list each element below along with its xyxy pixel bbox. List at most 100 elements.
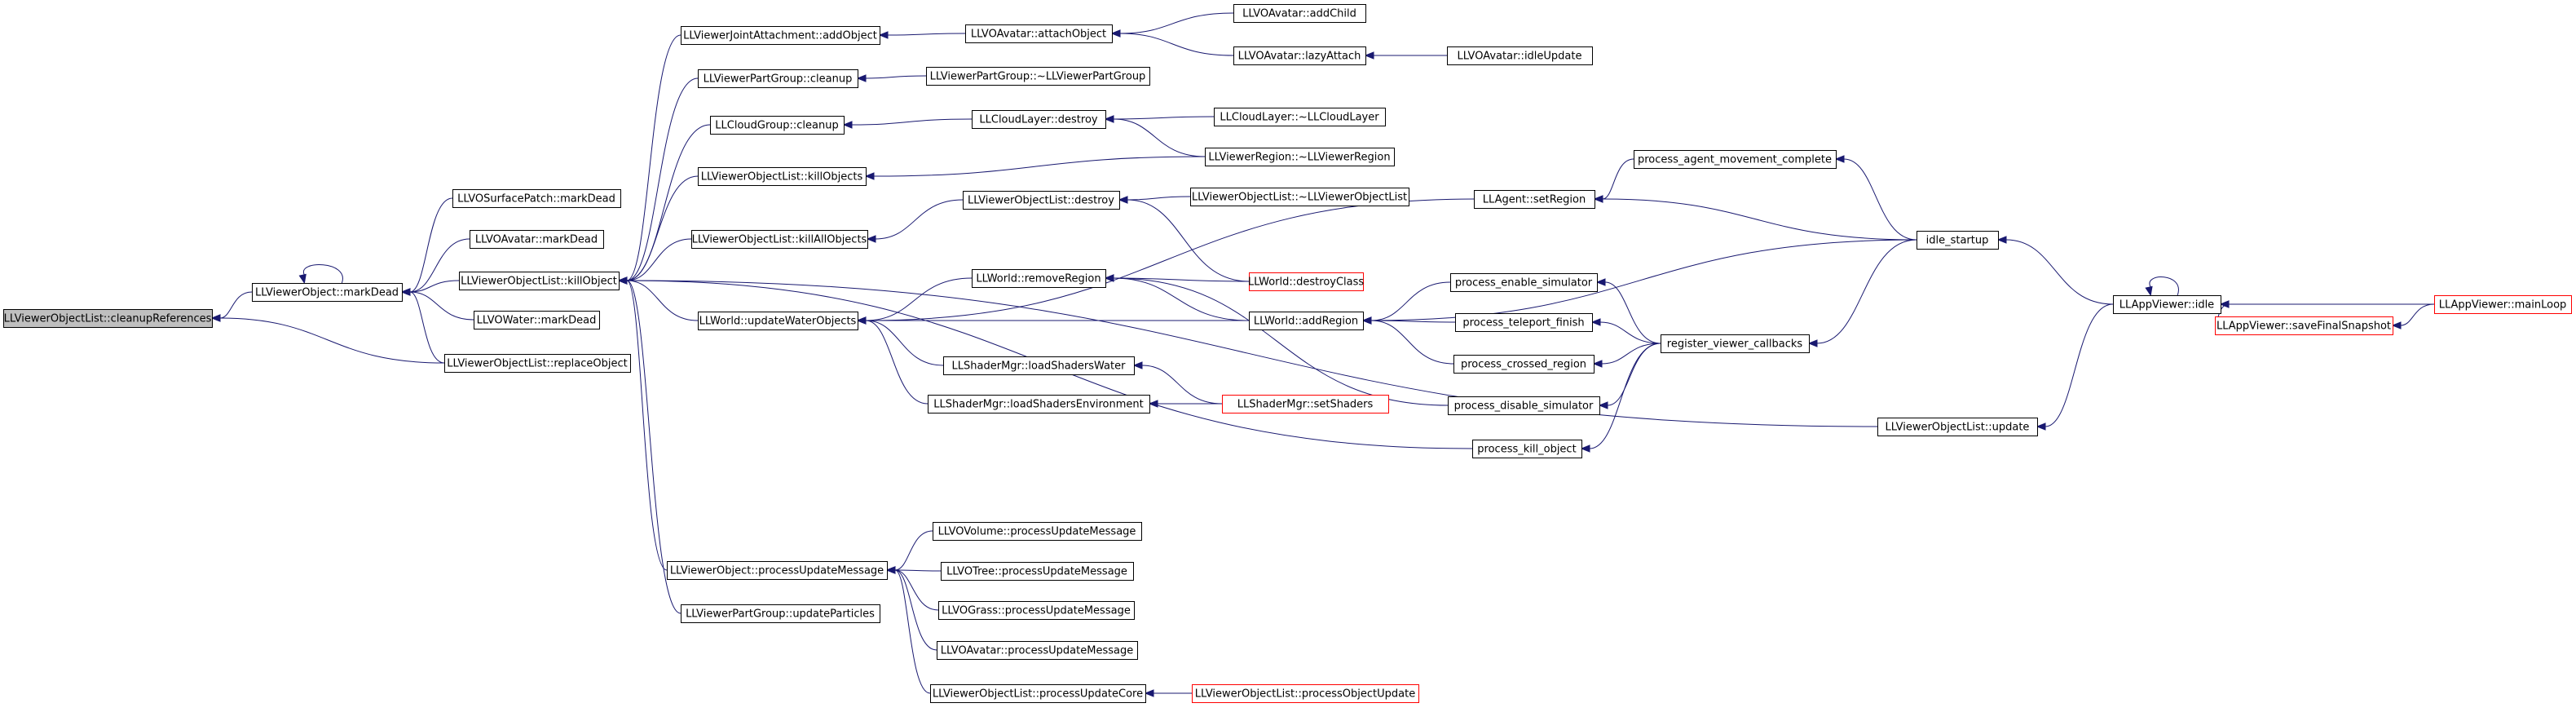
node-llvowater-markdead[interactable]: LLVOWater::markDead xyxy=(474,311,600,329)
edge-line xyxy=(1141,365,1223,405)
edge-line xyxy=(626,280,1878,427)
node-llviewerobjectlist-processupdatecore[interactable]: LLViewerObjectList::processUpdateCore xyxy=(930,684,1146,703)
node-box xyxy=(470,230,604,249)
edge-line xyxy=(409,291,445,364)
node-box xyxy=(938,601,1135,620)
arrow-head xyxy=(866,235,876,243)
node-llvoavatar-processupdatemessage[interactable]: LLVOAvatar::processUpdateMessage xyxy=(937,641,1138,660)
edge-line xyxy=(1127,199,1250,282)
edge-line xyxy=(2044,303,2114,427)
node-llviewerobjectlist-killobject[interactable]: LLViewerObjectList::killObject xyxy=(459,272,620,290)
arrow-head xyxy=(617,276,628,285)
node-box xyxy=(928,395,1150,413)
node-label: LLVOAvatar::markDead xyxy=(475,234,598,246)
node-box xyxy=(698,312,858,330)
edge-line xyxy=(894,569,942,572)
node-llviewerregion-llviewerregion[interactable]: LLViewerRegion::~LLViewerRegion xyxy=(1205,148,1395,166)
node-llcloudlayer-llcloudlayer[interactable]: LLCloudLayer::~LLCloudLayer xyxy=(1214,108,1386,126)
node-register-viewer-callbacks[interactable]: register_viewer_callbacks xyxy=(1661,334,1810,353)
node-llviewerpartgroup-llviewerpartgroup[interactable]: LLViewerPartGroup::~LLViewerPartGroup xyxy=(926,67,1150,86)
node-llworld-addregion[interactable]: LLWorld::addRegion xyxy=(1249,312,1364,330)
edge-line xyxy=(626,175,699,281)
edge-line xyxy=(865,320,944,366)
node-box xyxy=(698,69,858,88)
node-llvoavatar-markdead[interactable]: LLVOAvatar::markDead xyxy=(470,230,604,249)
edge-register-viewer-callbacks-to-process-teleport-finish xyxy=(1590,318,1661,344)
node-llvoavatar-idleupdate[interactable]: LLVOAvatar::idleUpdate xyxy=(1447,46,1593,65)
node-llappviewer-savefinalsnapshot[interactable]: LLAppViewer::saveFinalSnapshot xyxy=(2215,316,2393,335)
arrow-head xyxy=(1593,195,1603,203)
arrow-head xyxy=(2219,300,2230,308)
node-llviewerobjectlist-cleanupreferences[interactable]: LLViewerObjectList::cleanupReferences xyxy=(3,309,213,328)
node-box xyxy=(681,604,880,623)
arrow-head xyxy=(210,314,221,322)
node-llviewerjointattachment-addobject[interactable]: LLViewerJointAttachment::addObject xyxy=(681,26,880,45)
edge-register-viewer-callbacks-to-process-kill-object xyxy=(1580,343,1661,453)
node-llviewerobjectlist-killobjects[interactable]: LLViewerObjectList::killObjects xyxy=(698,167,867,186)
node-llvograss-processupdatemessage[interactable]: LLVOGrass::processUpdateMessage xyxy=(938,601,1135,620)
node-llworld-removeregion[interactable]: LLWorld::removeRegion xyxy=(972,269,1106,288)
node-llshadermgr-loadshadersenvironment[interactable]: LLShaderMgr::loadShadersEnvironment xyxy=(928,395,1150,413)
node-label: LLVOGrass::processUpdateMessage xyxy=(942,605,1131,617)
edge-setregion-to-updatewaterobjects xyxy=(856,198,1475,325)
node-llworld-destroyclass[interactable]: LLWorld::destroyClass xyxy=(1248,272,1365,291)
node-llviewerobjectlist-processobjectupdate[interactable]: LLViewerObjectList::processObjectUpdate xyxy=(1192,684,1419,703)
node-llviewerobjectlist-replaceobject[interactable]: LLViewerObjectList::replaceObject xyxy=(444,354,631,373)
edge-process-enable-simulator-to-addregion xyxy=(1361,281,1451,325)
node-llshadermgr-setshaders[interactable]: LLShaderMgr::setShaders xyxy=(1222,395,1389,413)
node-llcloudlayer-destroy[interactable]: LLCloudLayer::destroy xyxy=(972,110,1106,129)
node-llvovolume-processupdatemessage[interactable]: LLVOVolume::processUpdateMessage xyxy=(933,522,1142,541)
edge-line xyxy=(2149,276,2179,296)
node-process-crossed-region[interactable]: process_crossed_region xyxy=(1453,355,1595,374)
edge-cl-dtor-to-cl-destroy xyxy=(1104,115,1215,123)
edge-killallobjects-to-killobject xyxy=(617,238,692,285)
node-llappviewer-idle[interactable]: LLAppViewer::idle xyxy=(2113,295,2221,314)
node-llvotree-processupdatemessage[interactable]: LLVOTree::processUpdateMessage xyxy=(941,562,1134,581)
node-llvoavatar-addchild[interactable]: LLVOAvatar::addChild xyxy=(1233,4,1366,23)
arrow-head xyxy=(1595,278,1606,286)
node-box xyxy=(943,356,1135,375)
node-label: LLVOWater::markDead xyxy=(477,315,597,327)
node-process-kill-object[interactable]: process_kill_object xyxy=(1472,440,1582,458)
node-llviewerobjectlist-update[interactable]: LLViewerObjectList::update xyxy=(1877,418,2038,436)
arrow-head xyxy=(1104,274,1114,282)
node-llvoavatar-attachobject[interactable]: LLVOAvatar::attachObject xyxy=(965,24,1113,43)
node-llviewerobjectlist-destroy[interactable]: LLViewerObjectList::destroy xyxy=(963,191,1120,210)
node-llvoavatar-lazyattach[interactable]: LLVOAvatar::lazyAttach xyxy=(1233,46,1366,65)
node-llappviewer-mainloop[interactable]: LLAppViewer::mainLoop xyxy=(2434,295,2572,314)
node-llshadermgr-loadshaderswater[interactable]: LLShaderMgr::loadShadersWater xyxy=(943,356,1135,375)
node-process-agent-movement-complete[interactable]: process_agent_movement_complete xyxy=(1634,150,1837,169)
arrow-head xyxy=(864,172,875,180)
node-llviewerobjectlist-killallobjects[interactable]: LLViewerObjectList::killAllObjects xyxy=(691,230,868,249)
node-process-teleport-finish[interactable]: process_teleport_finish xyxy=(1455,313,1593,332)
node-llviewerobject-processupdatemessage[interactable]: LLViewerObject::processUpdateMessage xyxy=(667,561,888,580)
edge-line xyxy=(894,530,933,571)
node-idle-startup[interactable]: idle_startup xyxy=(1917,231,1999,250)
node-label: LLVOAvatar::addChild xyxy=(1242,8,1356,20)
node-llviewerobjectlist-llviewerobjectlist[interactable]: LLViewerObjectList::~LLViewerObjectList xyxy=(1190,188,1409,206)
node-box xyxy=(941,562,1134,581)
node-llcloudgroup-cleanup[interactable]: LLCloudGroup::cleanup xyxy=(710,116,845,135)
arrow-head xyxy=(856,74,867,82)
node-label: LLWorld::addRegion xyxy=(1254,316,1358,328)
edge-line xyxy=(1127,196,1191,201)
node-llvosurfacepatch-markdead[interactable]: LLVOSurfacePatch::markDead xyxy=(452,189,621,208)
node-llviewerpartgroup-updateparticles[interactable]: LLViewerPartGroup::updateParticles xyxy=(681,604,880,623)
node-label: LLViewerRegion::~LLViewerRegion xyxy=(1208,152,1390,164)
node-llviewerpartgroup-cleanup[interactable]: LLViewerPartGroup::cleanup xyxy=(698,69,858,88)
node-label: process_enable_simulator xyxy=(1455,277,1593,290)
node-label: LLAppViewer::mainLoop xyxy=(2439,299,2567,312)
node-label: LLAppViewer::saveFinalSnapshot xyxy=(2217,321,2391,333)
node-llworld-updatewaterobjects[interactable]: LLWorld::updateWaterObjects xyxy=(698,312,858,330)
edge-line xyxy=(626,280,681,614)
node-box xyxy=(1222,395,1389,413)
edge-line xyxy=(894,569,931,694)
node-box xyxy=(698,167,867,186)
edge-line xyxy=(626,77,699,281)
edge-line xyxy=(626,280,699,321)
node-llviewerobject-markdead[interactable]: LLViewerObject::markDead xyxy=(252,283,403,302)
node-process-disable-simulator[interactable]: process_disable_simulator xyxy=(1448,396,1600,415)
node-llagent-setregion[interactable]: LLAgent::setRegion xyxy=(1474,190,1595,209)
edge-loadshaderswater-to-updatewaterobjects xyxy=(856,316,944,366)
node-process-enable-simulator[interactable]: process_enable_simulator xyxy=(1450,273,1598,292)
